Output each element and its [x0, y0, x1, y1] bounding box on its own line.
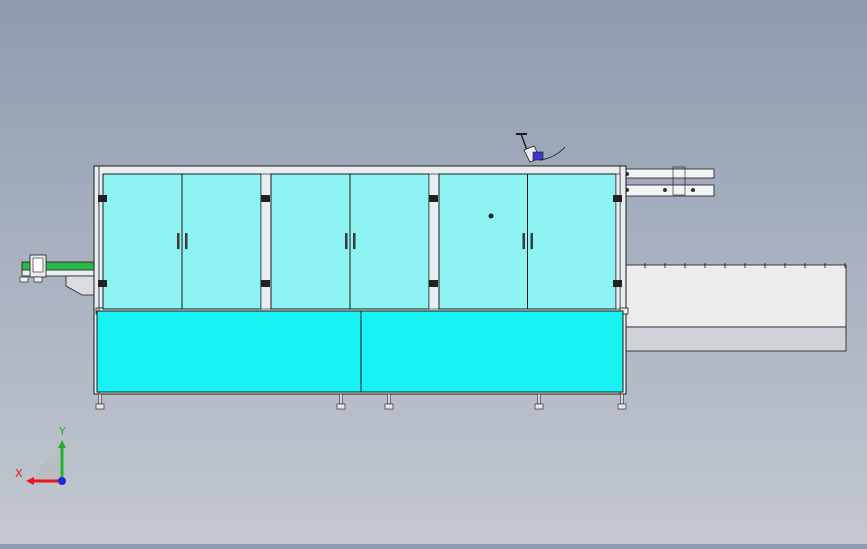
x-axis-label: X	[15, 467, 23, 480]
left-infeed-conveyor	[19, 254, 95, 296]
upper-door-panels[interactable]	[102, 173, 621, 310]
door-panel[interactable]	[438, 173, 528, 310]
foot-pad	[534, 403, 544, 410]
door-handle	[345, 233, 348, 249]
z-axis-origin	[58, 477, 66, 485]
right-upper-rails	[619, 166, 715, 197]
hinge	[613, 195, 622, 202]
door-panel[interactable]	[270, 173, 351, 310]
foot-pad	[617, 403, 627, 410]
door-handle	[353, 233, 356, 249]
door-handle	[522, 233, 525, 249]
door-panel[interactable]	[349, 173, 430, 310]
door-post	[615, 173, 621, 310]
foot-stem	[98, 393, 102, 405]
side-module-ticks	[644, 263, 846, 268]
door-panel[interactable]	[102, 173, 183, 310]
right-side-module	[625, 263, 847, 352]
base-panel-left	[96, 310, 362, 393]
door-hinges	[98, 195, 622, 287]
door-knob	[488, 213, 494, 219]
leveling-feet	[95, 393, 627, 410]
hinge	[261, 195, 270, 202]
foot-stem	[620, 393, 624, 405]
door-panel[interactable]	[181, 173, 262, 310]
hinge	[98, 195, 107, 202]
foot-pad	[95, 403, 105, 410]
foot-stem	[537, 393, 541, 405]
door-panel[interactable]	[527, 173, 617, 310]
base-cabinet[interactable]	[96, 310, 624, 393]
hinge	[261, 280, 270, 287]
hinge	[98, 280, 107, 287]
top-mechanism	[516, 133, 566, 163]
door-post	[260, 173, 272, 310]
door-handle	[177, 233, 180, 249]
foot-pad	[336, 403, 346, 410]
foot-stem	[387, 393, 391, 405]
foot-pad	[384, 403, 394, 410]
door-post	[428, 173, 440, 310]
hinge	[429, 195, 438, 202]
hinge	[429, 280, 438, 287]
door-handle	[530, 233, 533, 249]
hinge	[613, 280, 622, 287]
foot-stem	[339, 393, 343, 405]
coordinate-triad	[26, 440, 66, 485]
door-handle	[185, 233, 188, 249]
y-axis-label: Y	[59, 425, 66, 438]
base-panel-right	[360, 310, 624, 393]
